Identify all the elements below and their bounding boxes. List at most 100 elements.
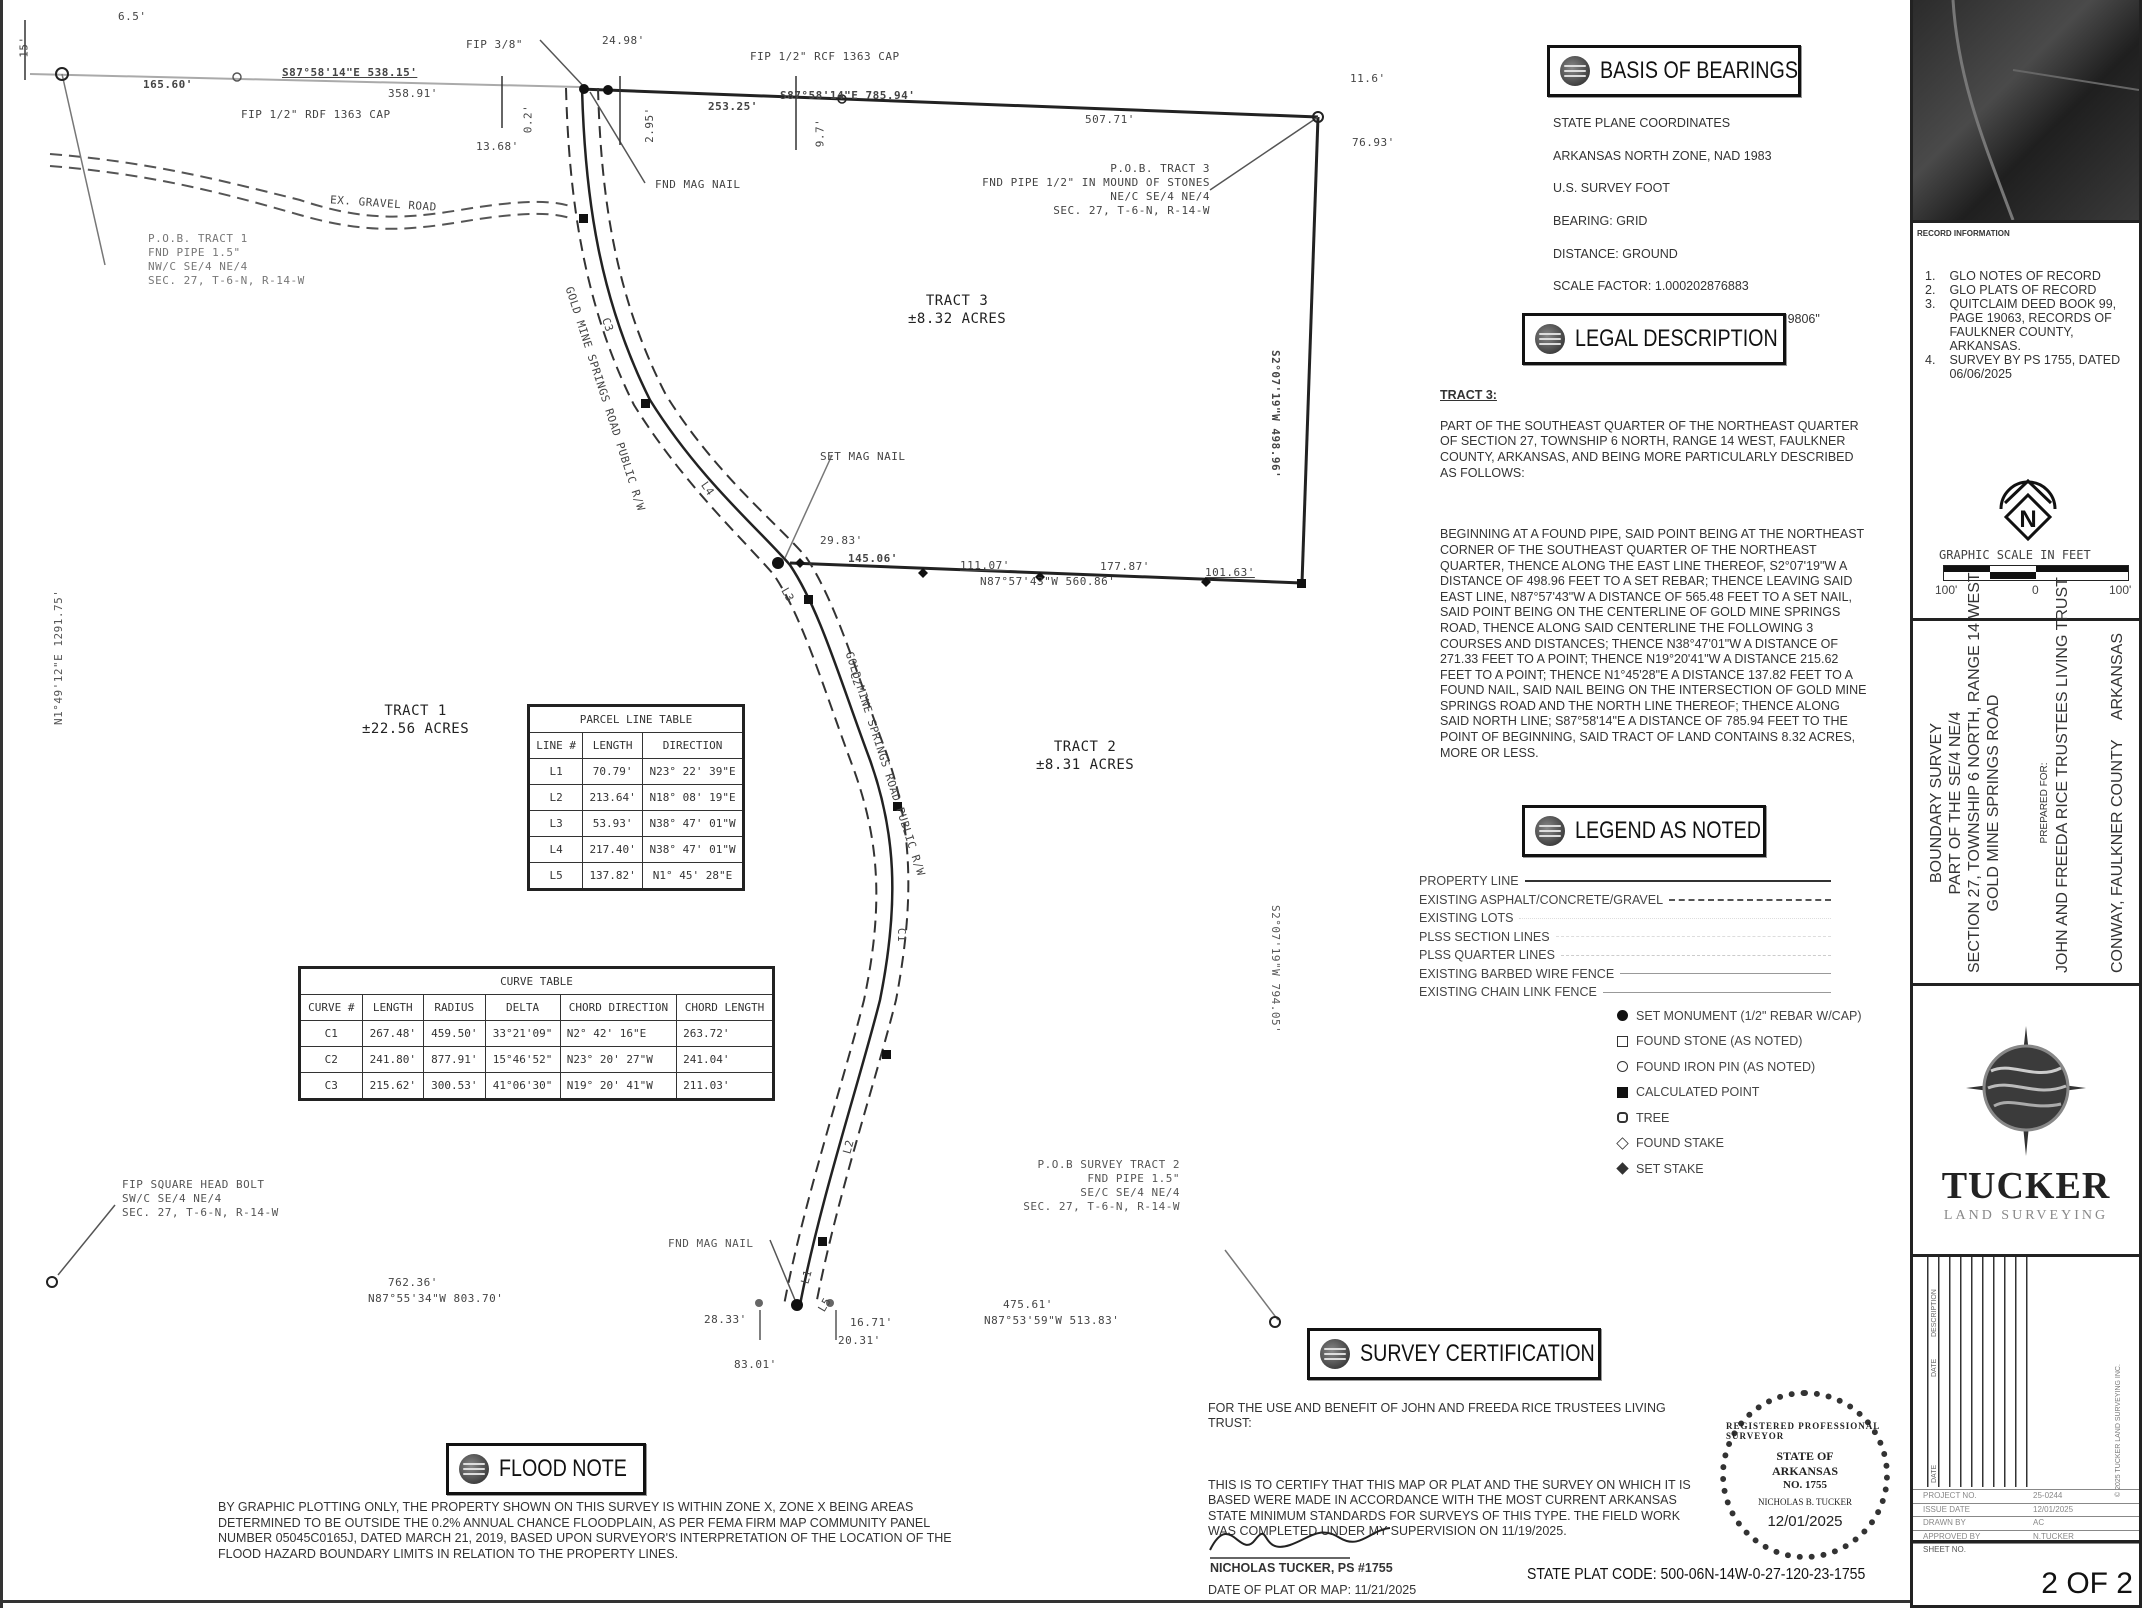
bearing-label: N87°53'59"W 513.83' <box>984 1314 1120 1327</box>
record-num: 3. <box>1925 297 1936 311</box>
cell: L2 <box>527 784 584 811</box>
column-header: DIRECTION <box>642 732 744 759</box>
dim-label: 165.60' <box>143 78 193 91</box>
note-line: SEC. 27, T-6-N, R-14-W <box>148 274 305 287</box>
globe-icon <box>1535 324 1565 354</box>
legend-header: LEGEND AS NOTED <box>1522 805 1766 857</box>
column-header: CURVE # <box>299 994 363 1021</box>
bearing-label: N1°49'12"E 1291.75' <box>52 589 65 725</box>
note-line: P.O.B SURVEY TRACT 2 <box>1037 1158 1180 1171</box>
legal-heading: TRACT 3: <box>1440 387 1497 402</box>
note-line: FND PIPE 1/2" IN MOUND OF STONES <box>982 176 1210 189</box>
open-circle-icon <box>1617 1061 1628 1073</box>
record-num: 4. <box>1925 353 1936 367</box>
record-item: 4.SURVEY BY PS 1755, DATED 06/06/2025 <box>1925 353 2130 381</box>
company-tagline: LAND SURVEYING <box>1943 1208 2109 1223</box>
monument-label: FND MAG NAIL <box>655 178 741 191</box>
dim-label: 2.95' <box>642 107 656 143</box>
dim-label: 475.61' <box>1003 1298 1053 1311</box>
filled-square-icon <box>1617 1086 1628 1098</box>
globe-icon <box>1320 1339 1350 1369</box>
drawing-frame-bottom <box>0 1600 1910 1603</box>
north-arrow-icon: N <box>1999 478 2057 542</box>
pob-tract1-label: P.O.B. TRACT 1 FND PIPE 1.5" NW/C SE/4 N… <box>148 232 305 288</box>
dim-label: 76.93' <box>1352 136 1395 149</box>
record-text: GLO NOTES OF RECORD <box>1949 269 2101 283</box>
cell: 459.50' <box>423 1020 486 1047</box>
seal-state-name: ARKANSAS <box>1771 1463 1838 1478</box>
revision-header: DATE <box>1931 1358 1938 1377</box>
note-line: SW/C SE/4 NE/4 <box>122 1192 222 1205</box>
cell: N23° 20' 27"W <box>559 1046 678 1073</box>
aerial-road-overlay <box>1951 0 2140 221</box>
flood-note-header: FLOOD NOTE <box>446 1443 646 1495</box>
tract-acres: ±8.32 ACRES <box>908 311 1007 327</box>
legend-symbol-item: CALCULATED POINT <box>1617 1080 1862 1106</box>
record-item: 1.GLO NOTES OF RECORD <box>1925 269 2130 283</box>
barbed-wire-sample <box>1620 973 1831 975</box>
info-value: 12/01/2025 <box>2033 1504 2074 1514</box>
project-title: BOUNDARY SURVEY PART OF THE SE/4 NE/4 SE… <box>1927 572 2003 973</box>
cell: 137.82' <box>582 862 644 890</box>
property-line-sample <box>1524 880 1831 883</box>
cell: 70.79' <box>582 758 644 785</box>
dim-label: 24.98' <box>602 34 645 47</box>
tract-acres: ±8.31 ACRES <box>1036 757 1135 773</box>
note-line: BEARING: GRID <box>1553 214 1648 229</box>
globe-icon <box>1535 816 1565 846</box>
scale-label: 100' <box>1935 583 1958 597</box>
dim-label: 6.5' <box>118 10 147 23</box>
scale-label: 100' <box>2109 583 2132 597</box>
revision-header: DESCRIPTION <box>1931 1289 1938 1337</box>
legend-line-item: PLSS QUARTER LINES <box>1419 946 1831 965</box>
note-line: SE/C SE/4 NE/4 <box>1080 1186 1180 1199</box>
seal-number: NO. 1755 <box>1783 1478 1827 1491</box>
column-header: LINE # <box>527 732 584 759</box>
prepared-for: PREPARED FOR: JOHN AND FREEDA RICE TRUST… <box>2039 577 2072 973</box>
tree-icon <box>1617 1112 1628 1124</box>
note-line: NW/C SE/4 NE/4 <box>148 260 248 273</box>
tract2-area-label: TRACT 2 ±8.31 ACRES <box>1036 738 1134 774</box>
sheet-number-panel: SHEET NO. 2 OF 2 <box>1913 1543 2142 1608</box>
project-title-panel: BOUNDARY SURVEY PART OF THE SE/4 NE/4 SE… <box>1913 572 2142 986</box>
cell: 215.62' <box>361 1072 425 1100</box>
revision-grid <box>1927 1257 2037 1487</box>
monument-label: FIP 1/2" RDF 1363 CAP <box>241 108 391 121</box>
section-title: LEGEND AS NOTED <box>1575 817 1761 844</box>
prepared-for-label: PREPARED FOR: <box>2039 762 2050 844</box>
scale-title: GRAPHIC SCALE IN FEET <box>1939 548 2091 562</box>
info-label: ISSUE DATE <box>1923 1504 1970 1514</box>
legend-symbol-item: FOUND STAKE <box>1616 1131 1862 1157</box>
cell: L5 <box>527 862 584 890</box>
monument-label: FND MAG NAIL <box>668 1237 754 1250</box>
dim-label: 13.68' <box>476 140 519 153</box>
legend-symbol-item: FOUND STONE (AS NOTED) <box>1617 1029 1862 1055</box>
paving-line-sample <box>1669 898 1831 901</box>
cell: C3 <box>299 1072 363 1100</box>
sheet-number: 2 OF 2 <box>2041 1567 2133 1600</box>
legend-symbol-item: TREE <box>1617 1105 1862 1131</box>
legend-label: EXISTING LOTS <box>1419 911 1514 925</box>
sheet-no-label: SHEET NO. <box>1923 1545 1966 1554</box>
record-info-title: RECORD INFORMATION <box>1917 229 2010 238</box>
info-value: 25-0244 <box>2033 1491 2063 1500</box>
dim-label: 15' <box>17 36 31 58</box>
legend-lines: PROPERTY LINE EXISTING ASPHALT/CONCRETE/… <box>1419 872 1831 1002</box>
copyright-text: © 2025 TUCKER LAND SURVEYING INC. <box>2115 1364 2122 1497</box>
note-line: FND PIPE 1.5" <box>148 246 241 259</box>
info-row: ISSUE DATE 12/01/2025 <box>1913 1502 2139 1517</box>
tract-acres: ±22.56 ACRES <box>362 721 470 737</box>
note-line: NE/C SE/4 NE/4 <box>1110 190 1210 203</box>
aerial-vicinity-image <box>1913 0 2142 223</box>
dim-label: 9.7' <box>813 118 827 148</box>
note-line: STATE PLANE COORDINATES <box>1553 116 1731 131</box>
table-title: CURVE TABLE <box>299 967 774 995</box>
globe-icon <box>1560 56 1590 86</box>
record-list: 1.GLO NOTES OF RECORD 2.GLO PLATS OF REC… <box>1925 269 2130 381</box>
